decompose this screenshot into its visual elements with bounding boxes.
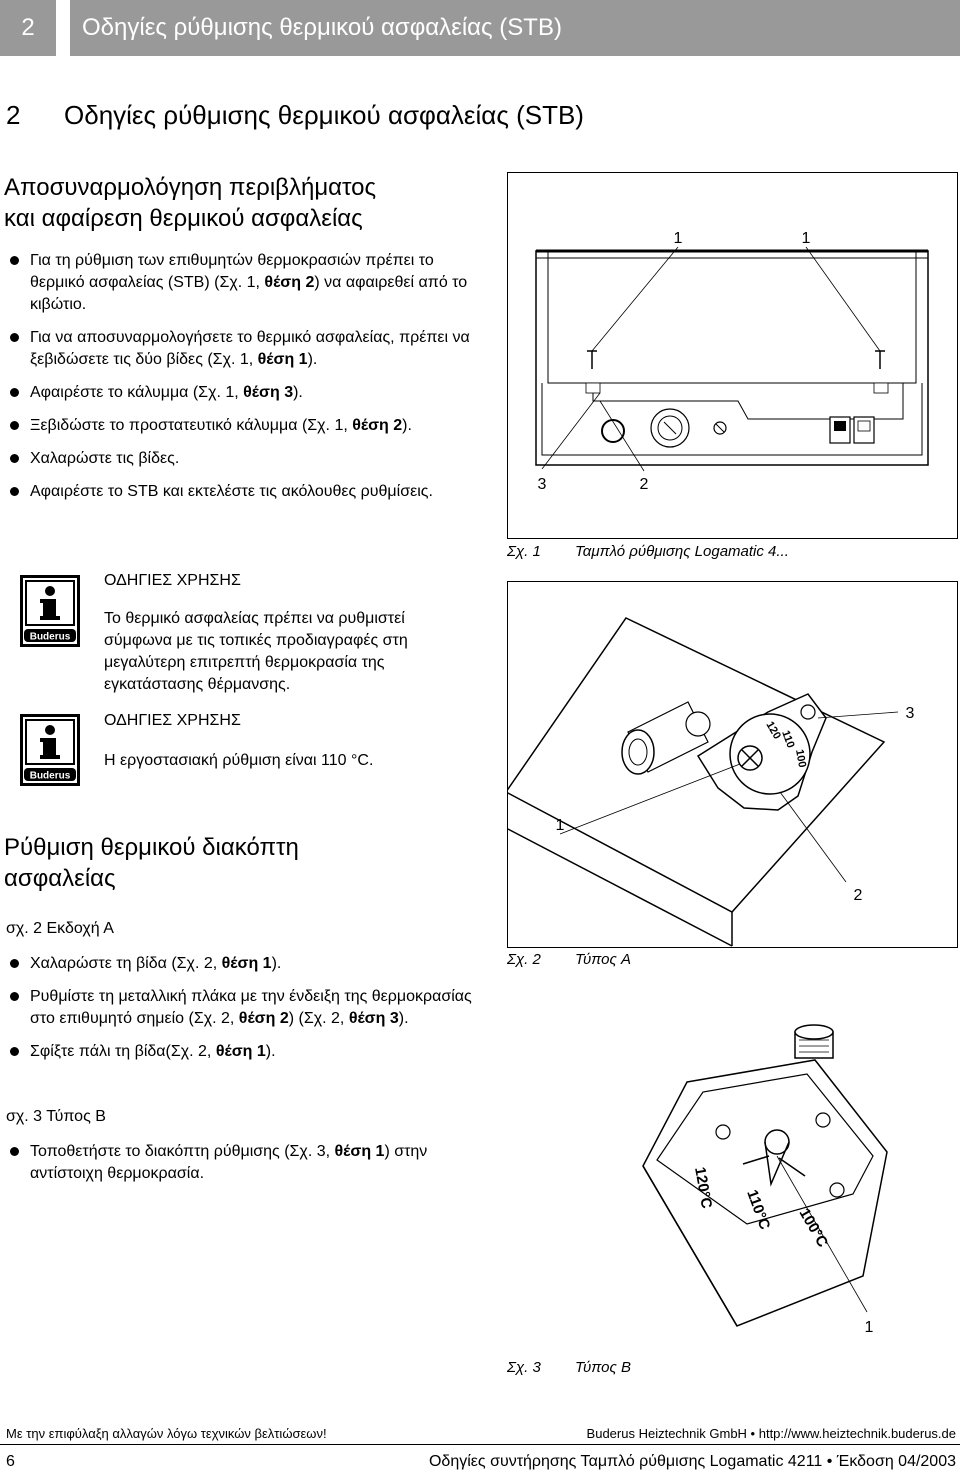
figure-1-control-panel: 1 1 3 2 [507,172,958,539]
fig2-dial-100: 100 [793,748,808,768]
note-title: ΟΔΗΓΙΕΣ ΧΡΗΣΗΣ [104,712,241,729]
bullet-item: Αφαιρέστε το STB και εκτελέστε τις ακόλο… [10,481,480,503]
fig1-label-2: 2 [640,476,649,493]
bullet-item: Ρυθμίστε τη μεταλλική πλάκα με την ένδει… [10,986,480,1030]
footer-divider [0,1444,960,1445]
fig2-label-1: 1 [556,817,565,834]
note-title: ΟΔΗΓΙΕΣ ΧΡΗΣΗΣ [104,572,241,589]
bullet-item: Τοποθετήστε το διακόπτη ρύθμισης (Σχ. 3,… [10,1141,480,1185]
bullet-item: Ξεβιδώστε το προστατευτικό κάλυμμα (Σχ. … [10,415,480,437]
section2-heading: Ρύθμιση θερμικού διακόπτη ασφαλείας [4,834,299,892]
info-icon: Buderus [20,714,80,786]
footer-document-title: Οδηγίες συντήρησης Ταμπλό ρύθμισης Logam… [428,1453,956,1470]
fig2-label-2: 2 [854,887,863,904]
fig1-label-3: 3 [538,476,547,493]
footer-company: Buderus Heiztechnik GmbH • http://www.he… [586,1426,956,1441]
fig3-label-1: 1 [865,1319,874,1336]
bullet-item: Αφαιρέστε το κάλυμμα (Σχ. 1, θέση 3). [10,382,480,404]
fig1-label-1b: 1 [802,230,811,247]
figure-3-type-b: 120°C 110°C 100°C 1 [507,980,956,1360]
bullet-item: Για να αποσυναρμολογήσετε το θερμικό ασφ… [10,327,480,371]
section1-heading: Αποσυναρμολόγηση περιβλήματος και αφαίρε… [4,174,377,232]
svg-text:Buderus: Buderus [30,771,71,782]
bullet-item: Για τη ρύθμιση των επιθυμητών θερμοκρασι… [10,250,480,316]
chapter-number: 2 [6,100,21,130]
header-chapter-number: 2 [0,0,56,56]
section1-bullet-list: Για τη ρύθμιση των επιθυμητών θερμοκρασι… [10,250,480,514]
page-number: 6 [6,1453,15,1470]
svg-text:Buderus: Buderus [30,632,71,643]
bullet-item: Χαλαρώστε τις βίδες. [10,448,480,470]
fig1-label-1a: 1 [674,230,683,247]
subheading-type-b: σχ. 3 Τύπος Β [6,1108,106,1125]
bullet-item: Σφίξτε πάλι τη βίδα(Σχ. 2, θέση 1). [10,1041,480,1063]
section2b-bullet-list: Τοποθετήστε το διακόπτη ρύθμισης (Σχ. 3,… [10,1141,480,1196]
footer-note: Με την επιφύλαξη αλλαγών λόγω τεχνικών β… [6,1426,327,1441]
section2a-bullet-list: Χαλαρώστε τη βίδα (Σχ. 2, θέση 1). Ρυθμί… [10,953,480,1074]
bullet-item: Χαλαρώστε τη βίδα (Σχ. 2, θέση 1). [10,953,480,975]
chapter-title: Οδηγίες ρύθμισης θερμικού ασφαλείας (STB… [64,100,584,130]
fig2-dial-110: 110 [779,729,796,750]
info-icon: Buderus [20,575,80,647]
note-text: Το θερμικό ασφαλείας πρέπει να ρυθμιστεί… [104,610,408,693]
note-text: Η εργοστασιακή ρύθμιση είναι 110 °C. [104,752,374,769]
fig2-label-3: 3 [906,705,915,722]
header-title: Οδηγίες ρύθμισης θερμικού ασφαλείας (STB… [70,0,960,56]
subheading-version-a: σχ. 2 Εκδοχή Α [6,920,114,937]
figure-2-type-a: 120 110 100 3 1 2 [504,581,958,948]
chapter-heading: 2 Οδηγίες ρύθμισης θερμικού ασφαλείας (ST… [6,100,584,131]
